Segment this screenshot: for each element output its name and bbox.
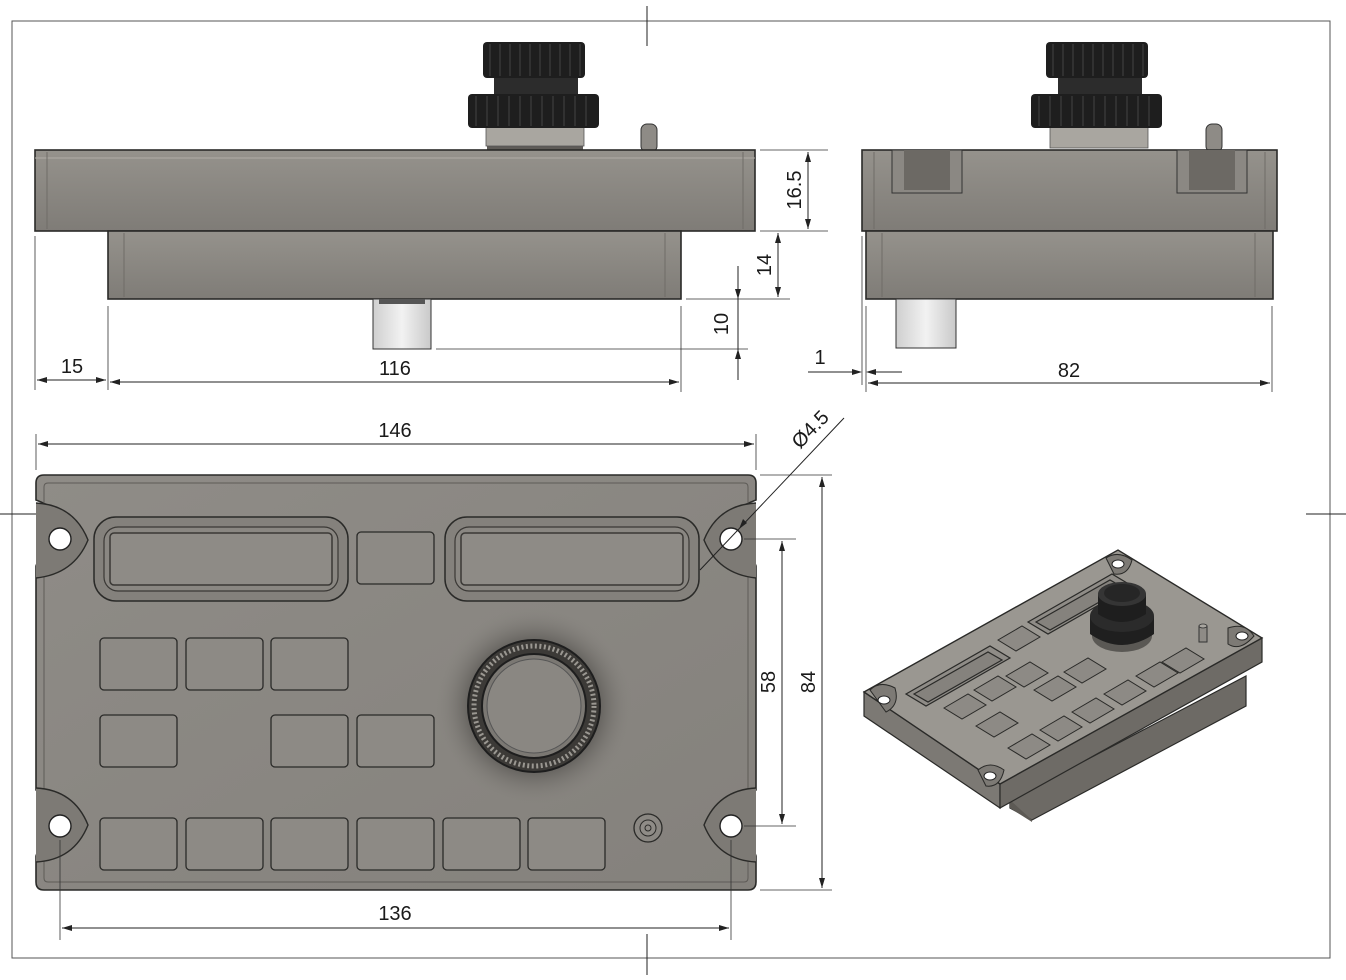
key-pad bbox=[356, 714, 435, 768]
side-pin bbox=[640, 123, 658, 153]
key-pads bbox=[99, 637, 606, 871]
end-knob bbox=[1031, 42, 1162, 149]
dim-1: 1 bbox=[814, 347, 825, 369]
display-window-left bbox=[93, 516, 349, 602]
key-pad bbox=[527, 817, 606, 871]
key-pad bbox=[99, 817, 178, 871]
iso-plate-top bbox=[862, 549, 1264, 785]
end-view-dimensions: 1 82 bbox=[808, 236, 1273, 392]
key-pad bbox=[185, 817, 264, 871]
hole-bottom-left bbox=[35, 787, 89, 863]
top-view-dimensions: 146 Ø4.5 58 84 136 bbox=[35, 407, 845, 940]
end-view bbox=[861, 42, 1278, 349]
key-pad bbox=[185, 637, 264, 691]
key-pad bbox=[356, 817, 435, 871]
key-pad bbox=[442, 817, 521, 871]
hole-bottom-right bbox=[703, 787, 757, 863]
dim-hole-diameter: Ø4.5 bbox=[788, 407, 834, 453]
dim-136: 136 bbox=[378, 903, 411, 925]
dim-15: 15 bbox=[61, 356, 83, 378]
iso-pin bbox=[1198, 623, 1208, 643]
dim-58: 58 bbox=[758, 671, 780, 693]
side-view-dimensions: 15 116 16.5 14 10 bbox=[34, 149, 828, 392]
end-pin bbox=[1205, 123, 1223, 153]
side-usb-connector bbox=[372, 298, 432, 350]
side-plate bbox=[34, 149, 756, 232]
key-pad bbox=[99, 714, 178, 768]
key-pad bbox=[270, 714, 349, 768]
dim-16-5: 16.5 bbox=[784, 171, 806, 210]
display-window-right bbox=[444, 516, 700, 602]
key-pad bbox=[99, 637, 178, 691]
sheet-frame bbox=[0, 6, 1346, 975]
side-knob bbox=[468, 42, 599, 151]
end-usb-connector bbox=[895, 298, 957, 349]
dim-10: 10 bbox=[711, 313, 733, 335]
side-view bbox=[34, 42, 756, 350]
top-knob bbox=[434, 606, 634, 806]
led-indicator bbox=[633, 813, 663, 843]
side-lower-body bbox=[107, 230, 682, 300]
dim-146: 146 bbox=[378, 420, 411, 442]
dim-14: 14 bbox=[754, 254, 776, 276]
dim-82: 82 bbox=[1058, 360, 1080, 382]
iso-knob bbox=[1090, 582, 1154, 652]
dim-84: 84 bbox=[798, 671, 820, 693]
hole-top-left bbox=[35, 502, 89, 579]
key-pad bbox=[270, 637, 349, 691]
end-lower-body bbox=[865, 230, 1274, 300]
dim-116: 116 bbox=[379, 358, 411, 380]
isometric-view bbox=[862, 549, 1264, 822]
key-pad bbox=[270, 817, 349, 871]
key-pad-top-middle bbox=[356, 531, 435, 585]
top-view bbox=[35, 474, 757, 891]
